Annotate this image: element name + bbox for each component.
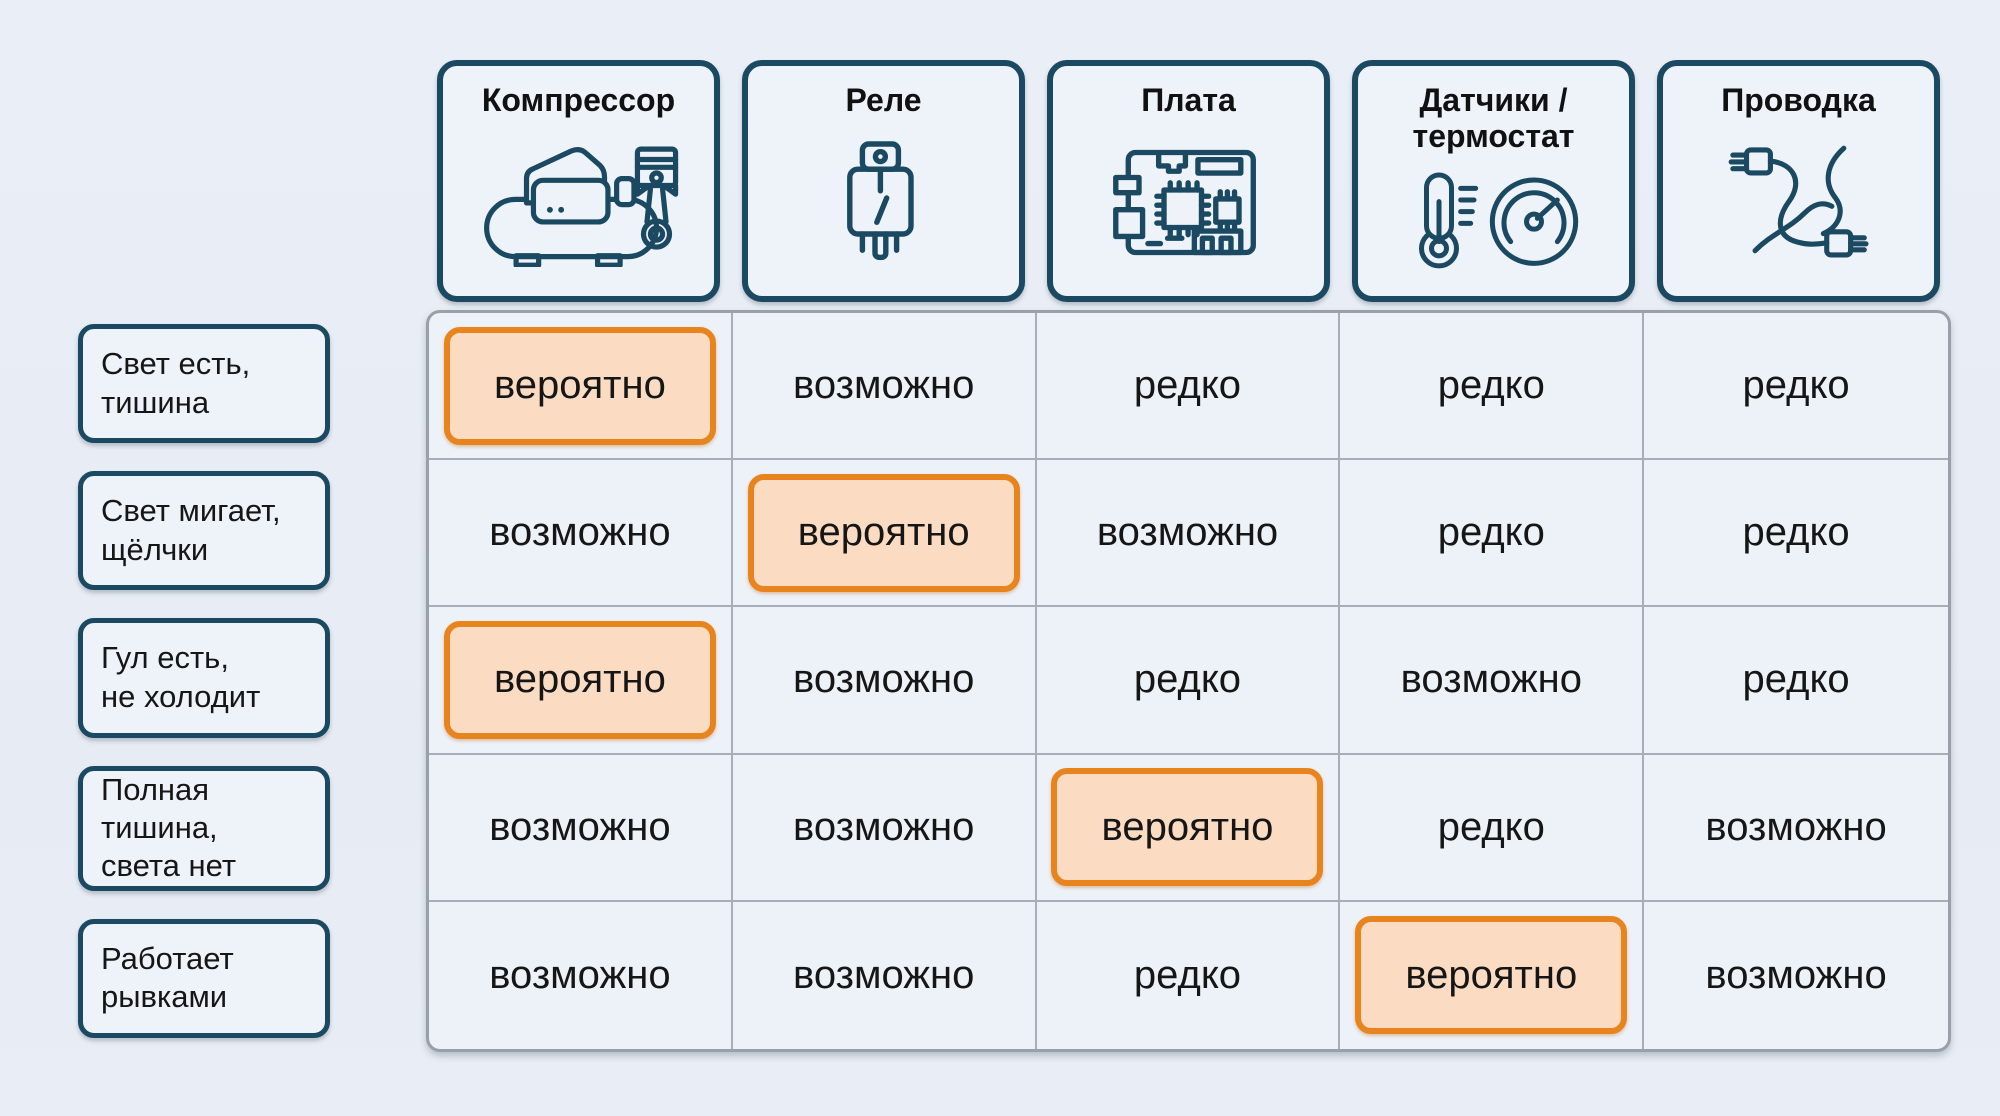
compressor-icon	[451, 118, 706, 286]
row-label-line2: рывками	[101, 979, 228, 1015]
cell-value: редко	[1437, 510, 1545, 555]
matrix-cell-r4c4: редко	[1340, 754, 1645, 902]
wiring-icon	[1671, 118, 1926, 286]
column-header-board: Плата	[1047, 60, 1330, 302]
matrix-cell-r4c2: возможно	[732, 754, 1037, 902]
column-title-line2: термостат	[1412, 118, 1575, 155]
cell-value: редко	[1133, 952, 1242, 997]
cell-value: редко	[1133, 657, 1242, 702]
column-title: Проводка	[1721, 82, 1876, 118]
matrix-cell-r3c2: возможно	[732, 607, 1037, 755]
sensors-thermostat-icon	[1366, 154, 1621, 286]
row-label-line2: не холодит	[101, 678, 261, 714]
row-labels: Свет есть, тишина Свет мигает, щёлчки Гу…	[78, 310, 330, 1052]
row-label-line1: Свет есть,	[101, 346, 251, 382]
cell-value: возможно	[489, 952, 671, 997]
row-label-light-on-silence: Свет есть, тишина	[78, 324, 330, 444]
row-label-works-in-bursts: Работает рывками	[78, 918, 330, 1038]
row-label-line1: Гул есть,	[101, 640, 229, 676]
matrix-cell-r4c5: возможно	[1644, 755, 1948, 902]
cell-value: редко	[1437, 363, 1545, 408]
cell-value-highlighted: вероятно	[443, 620, 716, 739]
cell-value: возможно	[1400, 657, 1582, 702]
column-header-relay: Реле	[742, 60, 1025, 302]
row-label-line1: Работает	[101, 940, 234, 976]
matrix-cell-r1c2: возможно	[732, 313, 1037, 461]
matrix-cell-r4c1: возможно	[429, 754, 733, 902]
cell-value: возможно	[1705, 804, 1887, 849]
cell-value-highlighted: вероятно	[747, 473, 1020, 592]
column-headers: Компрессор	[426, 60, 1951, 302]
cell-value-highlighted: вероятно	[1355, 916, 1628, 1035]
matrix-cell-r2c2: вероятно	[732, 460, 1037, 608]
matrix-cell-r5c1: возможно	[429, 901, 733, 1049]
row-label-line2: света нет	[101, 848, 237, 884]
matrix-cell-r2c4: редко	[1340, 460, 1645, 608]
column-header-sensors-thermostat: Датчики / термостат	[1352, 60, 1635, 302]
matrix-cell-r5c5: возможно	[1644, 902, 1948, 1049]
cell-value: редко	[1133, 363, 1242, 408]
row-label-line1: Полная тишина,	[101, 771, 218, 845]
cell-value: редко	[1742, 657, 1850, 702]
row-label-line2: тишина	[101, 384, 210, 420]
matrix-cell-r5c2: возможно	[733, 901, 1037, 1049]
row-label-total-silence-no-light: Полная тишина, света нет	[78, 765, 330, 891]
circuit-board-icon	[1061, 118, 1316, 286]
cell-value: возможно	[1096, 510, 1279, 555]
matrix-cell-r2c1: возможно	[429, 460, 733, 608]
matrix-cell-r1c3: редко	[1036, 313, 1341, 461]
cell-value: возможно	[1705, 952, 1887, 997]
row-label-humming-not-cooling: Гул есть, не холодит	[78, 618, 330, 738]
matrix-cell-r1c1: вероятно	[429, 313, 733, 461]
cell-value: редко	[1437, 804, 1545, 849]
cell-value-highlighted: вероятно	[443, 326, 716, 445]
cell-value: возможно	[489, 804, 671, 849]
probability-matrix: вероятно возможно редко редко редко возм…	[426, 310, 1951, 1052]
row-label-line1: Свет мигает,	[101, 493, 281, 529]
matrix-cell-r3c4: возможно	[1340, 607, 1645, 755]
matrix-cell-r1c5: редко	[1644, 313, 1948, 461]
cell-value: возможно	[793, 952, 975, 997]
cell-value: возможно	[489, 510, 671, 555]
column-title: Реле	[845, 82, 922, 118]
cell-value: возможно	[793, 657, 975, 702]
matrix-cell-r5c3: редко	[1037, 901, 1341, 1049]
column-title: Плата	[1141, 82, 1236, 118]
column-title: Компрессор	[481, 82, 676, 118]
cell-value: редко	[1742, 363, 1850, 408]
cell-value: возможно	[793, 363, 975, 408]
cell-value: редко	[1742, 510, 1850, 555]
matrix-cell-r5c4: вероятно	[1340, 901, 1645, 1049]
matrix-cell-r2c5: редко	[1644, 460, 1948, 608]
matrix-cell-r3c1: вероятно	[429, 607, 733, 755]
matrix-cell-r4c3: вероятно	[1036, 754, 1341, 902]
cell-value: возможно	[793, 804, 975, 849]
matrix-cell-r3c3: редко	[1036, 607, 1341, 755]
column-title-line1: Датчики /	[1419, 82, 1568, 118]
column-header-compressor: Компрессор	[437, 60, 720, 302]
matrix-cell-r2c3: возможно	[1036, 460, 1341, 608]
row-label-light-blinks-clicks: Свет мигает, щёлчки	[78, 471, 330, 591]
column-header-wiring: Проводка	[1657, 60, 1940, 302]
matrix-cell-r3c5: редко	[1644, 607, 1948, 755]
matrix-cell-r1c4: редко	[1340, 313, 1645, 461]
relay-icon	[756, 118, 1011, 286]
column-title: Датчики / термостат	[1413, 82, 1575, 154]
row-label-line2: щёлчки	[101, 531, 209, 567]
cell-value-highlighted: вероятно	[1051, 768, 1324, 887]
